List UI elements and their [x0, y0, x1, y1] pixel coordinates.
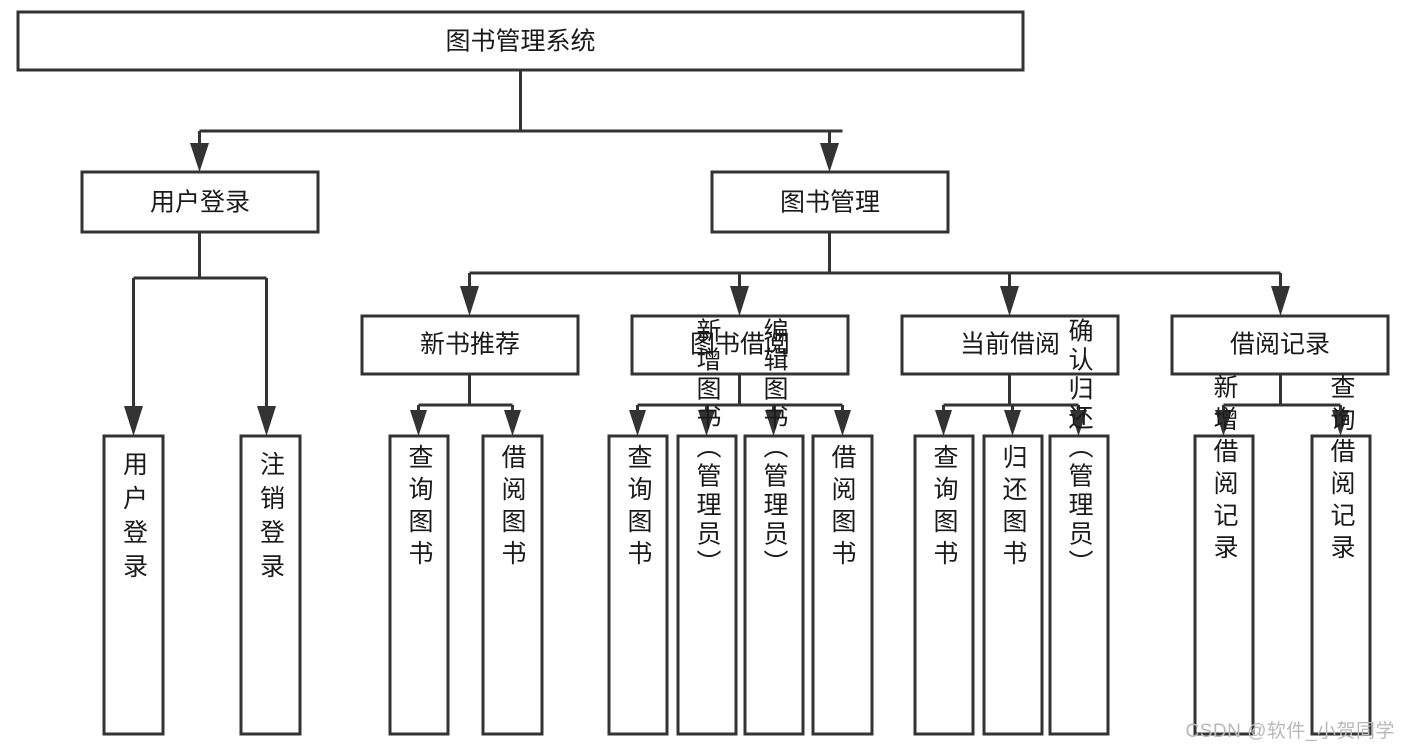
- leaf-node-return-book-label: 归还图书: [999, 444, 1028, 572]
- node-new-book-recommend[interactable]: 新书推荐: [360, 314, 580, 376]
- arrowhead-leaf-query-record: [1332, 410, 1349, 436]
- leaf-node-add-book-box[interactable]: [676, 434, 738, 736]
- leaf-node-logout-login[interactable]: 注销登录: [239, 434, 302, 736]
- arrowhead-leaf-edit-book: [765, 410, 782, 436]
- arrowhead-borrow-record: [1271, 286, 1290, 316]
- leaf-node-return-book[interactable]: 归还图书: [982, 434, 1044, 736]
- node-borrow-record-box[interactable]: [1170, 314, 1390, 376]
- leaf-node-edit-book-label: 编辑图书（管理员）: [760, 318, 789, 579]
- arrowhead-leaf-return-book: [1004, 410, 1021, 436]
- node-book-borrow[interactable]: 图书借阅: [630, 314, 850, 376]
- leaf-node-query-book-1-label: 查询图书: [405, 444, 434, 572]
- arrowhead-new-book-recommend: [460, 286, 479, 316]
- node-root-label: 图书管理系统: [445, 28, 595, 56]
- arrowhead-leaf-query-book-1: [410, 410, 427, 436]
- leaf-node-logout-login-box[interactable]: [239, 434, 302, 736]
- leaf-node-confirm-return[interactable]: 确认归还（管理员）: [1048, 318, 1110, 736]
- leaf-node-add-record[interactable]: 新增借阅记录: [1193, 374, 1255, 736]
- node-book-manage[interactable]: 图书管理: [710, 170, 950, 234]
- node-root-box[interactable]: [16, 10, 1025, 72]
- arrowhead-leaf-borrow-book-1: [504, 410, 521, 436]
- node-book-borrow-box[interactable]: [630, 314, 850, 376]
- node-user-login-box[interactable]: [80, 170, 320, 234]
- leaf-node-query-book-1[interactable]: 查询图书: [388, 434, 450, 736]
- leaf-node-query-record-box[interactable]: [1310, 434, 1372, 736]
- node-user-login-label: 用户登录: [150, 189, 250, 217]
- node-book-manage-label: 图书管理: [780, 189, 880, 217]
- node-current-borrow-box[interactable]: [900, 314, 1120, 376]
- leaf-node-borrow-book-2[interactable]: 借阅图书: [811, 434, 874, 736]
- leaf-node-edit-book-box[interactable]: [743, 434, 805, 736]
- leaf-node-user-login-box[interactable]: [102, 434, 165, 736]
- leaf-node-borrow-book-1-label: 借阅图书: [498, 444, 527, 572]
- leaf-node-query-book-3-label: 查询图书: [930, 444, 959, 572]
- arrowhead-leaf-confirm-return: [1070, 410, 1087, 436]
- node-root[interactable]: 图书管理系统: [16, 10, 1025, 72]
- leaf-node-logout-login-label: 注销登录: [257, 451, 286, 587]
- arrowhead-book-borrow: [730, 286, 749, 316]
- leaf-node-return-book-box[interactable]: [982, 434, 1044, 736]
- leaf-node-query-book-3-box[interactable]: [913, 434, 975, 736]
- leaf-node-add-book-label: 新增图书（管理员）: [693, 318, 722, 579]
- leaf-node-query-book-3[interactable]: 查询图书: [913, 434, 975, 736]
- arrowhead-leaf-logout-login: [257, 406, 276, 436]
- leaf-node-add-record-label: 新增借阅记录: [1210, 374, 1239, 566]
- leaf-node-query-book-2[interactable]: 查询图书: [607, 434, 669, 736]
- leaf-node-query-book-1-box[interactable]: [388, 434, 450, 736]
- arrowhead-book-manage: [820, 143, 839, 172]
- leaf-node-query-record[interactable]: 查询借阅记录: [1310, 374, 1372, 736]
- leaf-node-borrow-book-1-box[interactable]: [481, 434, 544, 736]
- node-current-borrow[interactable]: 当前借阅: [900, 314, 1120, 376]
- leaf-node-borrow-book-2-box[interactable]: [811, 434, 874, 736]
- csdn-watermark: CSDN @软件_小贺同学: [1185, 721, 1395, 742]
- node-book-borrow-label: 图书借阅: [690, 331, 790, 359]
- leaf-node-query-book-2-label: 查询图书: [624, 444, 653, 572]
- node-user-login[interactable]: 用户登录: [80, 170, 320, 234]
- node-new-book-recommend-label: 新书推荐: [420, 331, 520, 359]
- node-current-borrow-label: 当前借阅: [960, 331, 1060, 359]
- leaf-node-query-book-2-box[interactable]: [607, 434, 669, 736]
- leaf-node-edit-book[interactable]: 编辑图书（管理员）: [743, 318, 805, 736]
- arrowhead-leaf-add-book: [698, 410, 715, 436]
- node-borrow-record[interactable]: 借阅记录: [1170, 314, 1390, 376]
- arrowhead-current-borrow: [1000, 286, 1019, 316]
- arrowhead-leaf-user-login: [124, 406, 143, 436]
- leaf-node-add-book[interactable]: 新增图书（管理员）: [676, 318, 738, 736]
- node-borrow-record-label: 借阅记录: [1230, 331, 1330, 359]
- arrowhead-user-login: [190, 143, 209, 172]
- leaf-node-user-login[interactable]: 用户登录: [102, 434, 165, 736]
- leaf-node-user-login-label: 用户登录: [120, 451, 149, 587]
- leaf-node-borrow-book-2-label: 借阅图书: [828, 444, 857, 572]
- leaf-node-confirm-return-box[interactable]: [1048, 434, 1110, 736]
- leaf-node-confirm-return-label: 确认归还（管理员）: [1065, 318, 1094, 579]
- leaf-node-borrow-book-1[interactable]: 借阅图书: [481, 434, 544, 736]
- arrowhead-leaf-query-book-3: [935, 410, 952, 436]
- arrowhead-leaf-add-record: [1215, 410, 1232, 436]
- arrowhead-leaf-borrow-book-2: [834, 410, 851, 436]
- arrowhead-leaf-query-book-2: [629, 410, 646, 436]
- arrowheads-layer: [124, 143, 1349, 436]
- leaf-node-add-record-box[interactable]: [1193, 434, 1255, 736]
- node-new-book-recommend-box[interactable]: [360, 314, 580, 376]
- leaf-node-query-record-label: 查询借阅记录: [1327, 374, 1356, 566]
- node-book-manage-box[interactable]: [710, 170, 950, 234]
